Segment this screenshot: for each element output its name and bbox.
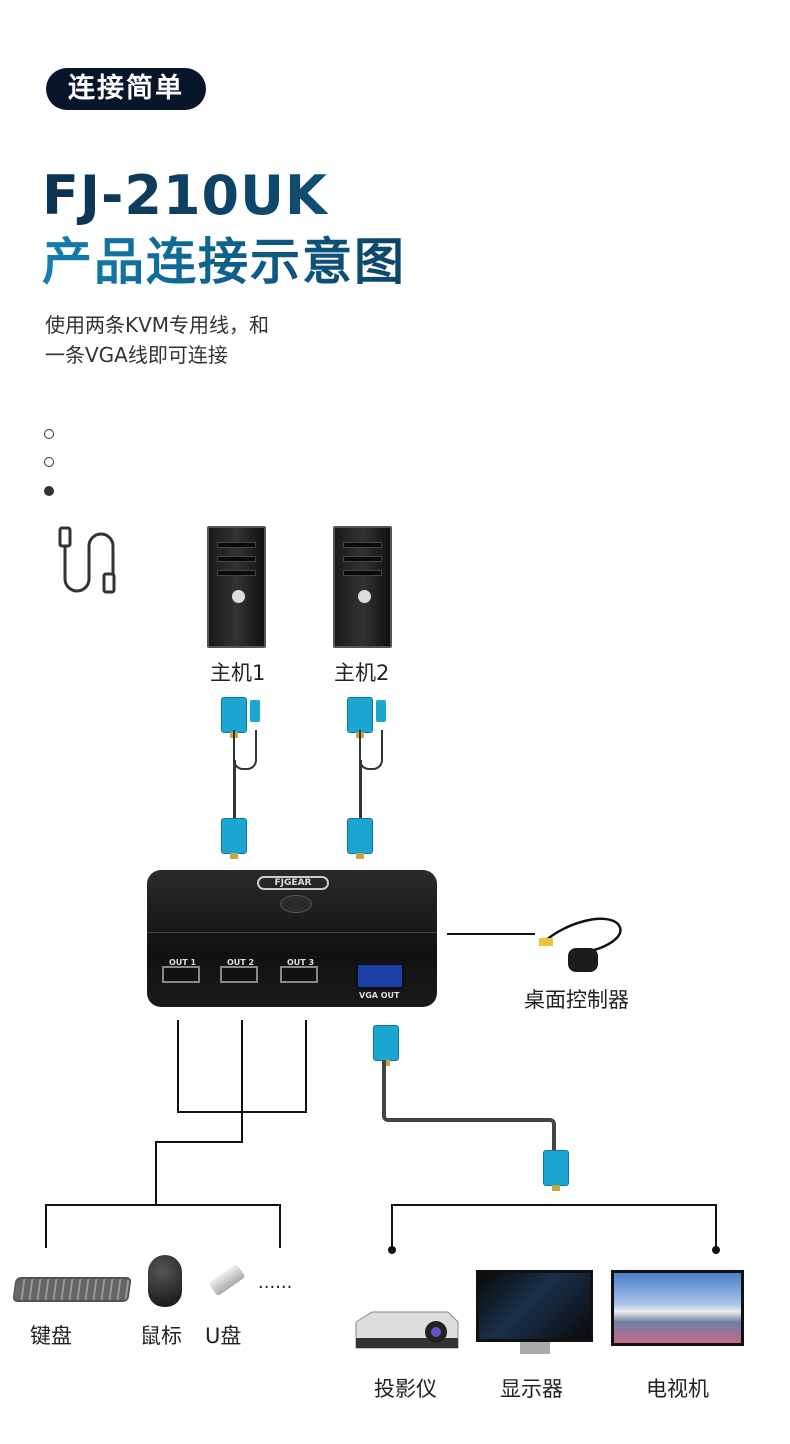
vga-connector-icon	[221, 818, 247, 859]
port-label: OUT 2	[227, 958, 255, 967]
vga-connector-icon	[221, 697, 247, 738]
more-ellipsis: ......	[258, 1272, 293, 1293]
tv-icon	[611, 1270, 744, 1346]
connector-line	[447, 933, 535, 935]
tv-label: 电视机	[646, 1377, 709, 1401]
vga-out-label: VGA OUT	[359, 991, 400, 1000]
usb-connector-icon	[250, 700, 260, 722]
host-1-label: 主机1	[210, 661, 266, 685]
vga-port[interactable]	[355, 962, 405, 990]
host-1-pc-icon	[207, 526, 266, 648]
usb-drive-icon	[208, 1263, 246, 1297]
usb-port[interactable]	[280, 966, 318, 983]
connector-line	[391, 1204, 717, 1206]
usb-port[interactable]	[162, 966, 200, 983]
connector-line	[155, 1141, 243, 1143]
controller-label: 桌面控制器	[524, 988, 629, 1012]
host-2-label: 主机2	[334, 661, 390, 685]
cable-line	[359, 760, 362, 820]
vga-connector-icon	[347, 697, 373, 738]
brand-logo: FJGEAR	[257, 876, 329, 890]
monitor-icon	[476, 1270, 593, 1342]
badge: 连接简单	[46, 68, 206, 110]
subtitle-line-1: 使用两条KVM专用线，和	[45, 313, 270, 337]
pager-dot[interactable]	[44, 429, 54, 439]
port-label: OUT 3	[287, 958, 315, 967]
cable-line	[233, 730, 257, 770]
monitor-label: 显示器	[500, 1377, 563, 1401]
title-cn: 产品连接示意图	[42, 222, 406, 294]
keyboard-icon	[12, 1277, 132, 1302]
end-dot	[712, 1246, 720, 1254]
cable-line	[359, 730, 383, 770]
mouse-icon	[148, 1255, 182, 1307]
connector-line	[241, 1020, 243, 1143]
cable-icon	[58, 526, 116, 594]
subtitle-line-2: 一条VGA线即可连接	[45, 343, 228, 367]
port-label: OUT 1	[169, 958, 197, 967]
pager-dot-active[interactable]	[44, 486, 54, 496]
kvm-switch: FJGEAR OUT 1 OUT 2 OUT 3 VGA OUT	[147, 870, 437, 1007]
connector-line	[45, 1204, 47, 1248]
projector-icon	[355, 1311, 459, 1349]
usb-connector-icon	[376, 700, 386, 722]
monitor-stand	[520, 1342, 550, 1354]
connector-line	[45, 1204, 281, 1206]
keyboard-label: 键盘	[30, 1324, 72, 1348]
desktop-controller-icon	[539, 917, 622, 972]
mouse-label: 鼠标	[140, 1324, 182, 1348]
connector-line	[305, 1020, 307, 1113]
vga-connector-icon	[373, 1025, 399, 1066]
connector-line	[391, 1204, 393, 1249]
vga-cable	[382, 1060, 556, 1155]
host-2-pc-icon	[333, 526, 392, 648]
vga-connector-icon	[347, 818, 373, 859]
usb-drive-label: U盘	[205, 1324, 242, 1348]
connector-line	[177, 1020, 179, 1113]
usb-port[interactable]	[220, 966, 258, 983]
pager-dot[interactable]	[44, 457, 54, 467]
title-model: FJ-210UK	[42, 164, 328, 227]
projector-label: 投影仪	[374, 1377, 437, 1401]
connector-line	[155, 1141, 157, 1205]
cable-line	[233, 760, 236, 820]
vga-connector-icon	[543, 1150, 569, 1191]
connector-line	[279, 1204, 281, 1248]
end-dot	[388, 1246, 396, 1254]
switch-button[interactable]	[280, 895, 312, 913]
connector-line	[715, 1204, 717, 1249]
